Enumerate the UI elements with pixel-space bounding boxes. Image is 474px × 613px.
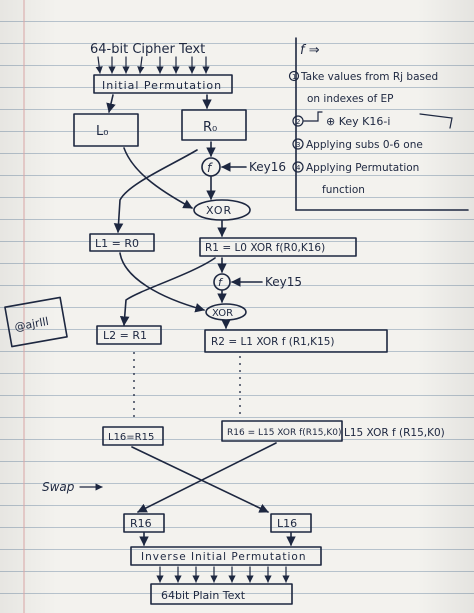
step-number-circle — [288, 70, 300, 82]
f-function-circle-1 — [201, 157, 221, 177]
l0-box — [73, 113, 139, 147]
inverse-permutation-box — [130, 546, 322, 566]
r16-box — [221, 420, 343, 442]
step-number: 1 — [292, 73, 296, 81]
initial-permutation-box — [93, 74, 233, 94]
l1-equation: L1 = R0 — [95, 237, 139, 250]
r16-output-box — [123, 513, 165, 533]
step-number-circle — [292, 115, 304, 127]
step-text: Applying Permutation — [306, 162, 419, 174]
f-symbol-1: f — [207, 161, 213, 175]
step-text: Take values from Rj based — [300, 71, 438, 83]
r2-equation: R2 = L1 XOR f (R1,K15) — [211, 336, 335, 348]
r1-box — [199, 237, 357, 257]
l16-output-box — [270, 513, 312, 533]
step-connector — [303, 111, 323, 122]
inverse-permutation-label: Inverse Initial Permutation — [141, 551, 307, 563]
input-arrows — [95, 56, 210, 74]
f-symbol-2: f — [218, 276, 224, 289]
step-number: 3 — [296, 141, 300, 149]
l16-equation: L16=R15 — [108, 432, 154, 443]
key16-label: Key16 — [249, 160, 286, 174]
author-tag: @ajrlll — [13, 315, 49, 334]
f-panel-title: f ⇒ — [300, 43, 320, 58]
xor-node-1 — [193, 199, 251, 221]
f-function-circle-2 — [213, 273, 231, 291]
step-text: ⊕ Key K16-i — [326, 115, 390, 128]
l1-box — [89, 233, 155, 252]
l16-box — [102, 426, 164, 446]
key15-label: Key15 — [265, 275, 302, 289]
initial-permutation-label: Initial Permutation — [102, 79, 222, 92]
input-label: 64-bit Cipher Text — [90, 42, 205, 57]
l2-equation: L2 = R1 — [103, 329, 147, 342]
l2-box — [96, 325, 162, 345]
xor-label-1: XOR — [206, 204, 232, 217]
plain-text-label: 64bit Plain Text — [161, 589, 246, 602]
r16-output-label: R16 — [130, 517, 152, 530]
step-number: 4 — [296, 164, 301, 172]
l16-output-label: L16 — [277, 517, 297, 530]
step-number-circle — [292, 161, 304, 173]
plain-text-box — [150, 583, 293, 605]
output-arrows — [156, 566, 290, 583]
step-number: 2 — [296, 118, 300, 126]
r1-equation: R1 = L0 XOR f(R0,K16) — [205, 242, 325, 254]
r0-box — [181, 109, 247, 141]
swap-label: Swap — [42, 480, 75, 494]
r16-equation: R16 = L15 XOR f(R15,K0) — [227, 428, 341, 438]
step-text: function — [322, 184, 365, 196]
l0-label: L₀ — [96, 124, 108, 139]
xor-label-2: XOR — [212, 308, 233, 319]
step-text: on indexes of EP — [307, 93, 394, 105]
f-panel-steps: 1 Take values from Rj based on indexes o… — [288, 70, 453, 196]
r2-box — [204, 329, 388, 353]
step-number-circle — [292, 138, 304, 150]
step-text: Applying subs 0-6 one — [306, 139, 423, 151]
author-tag-box — [4, 296, 68, 348]
step-bracket — [419, 113, 453, 129]
r0-label: R₀ — [203, 120, 217, 135]
r16-continuation: L15 XOR f (R15,K0) — [344, 427, 445, 439]
